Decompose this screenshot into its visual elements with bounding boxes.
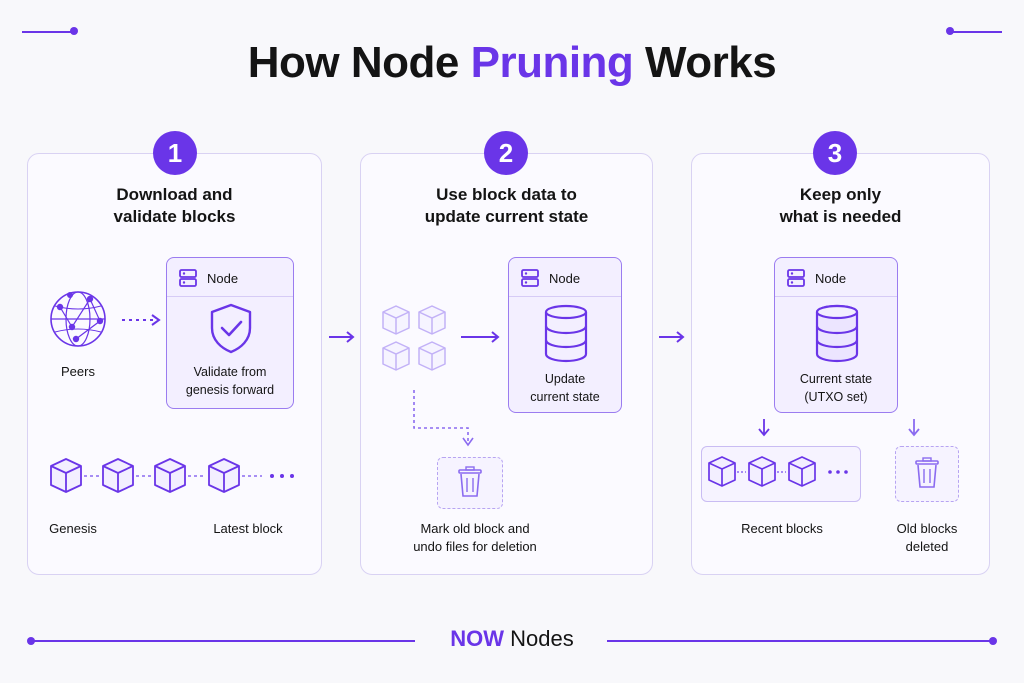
step-1-title: Download and validate blocks — [27, 184, 322, 228]
step-3-badge: 3 — [813, 131, 857, 175]
recent-blocks-chain — [708, 456, 848, 487]
title-highlight: Pruning — [470, 38, 634, 87]
step-3-title-line1: Keep only — [799, 185, 882, 204]
trash-icon — [915, 457, 939, 488]
node-current-state-text: Current state (UTXO set) — [775, 370, 897, 406]
node-divider — [167, 296, 293, 297]
mark-deletion-line2: undo files for deletion — [413, 539, 537, 554]
arrow-down-icon — [908, 419, 920, 437]
shield-check-icon — [210, 303, 252, 354]
arrow-right-icon — [461, 331, 500, 343]
cube-icon — [748, 456, 776, 487]
network-globe-icon — [50, 291, 106, 347]
cube-icon — [418, 341, 446, 371]
arrow-down-icon — [413, 390, 474, 447]
top-right-decor-dot — [946, 27, 954, 35]
arrow-right-icon — [122, 314, 161, 326]
step-1-node-card: Node Validate from genesis forward — [166, 257, 294, 409]
cube-icon — [154, 458, 186, 493]
cube-icon — [788, 456, 816, 487]
title-part1: How Node — [247, 38, 471, 87]
top-left-decor-line — [22, 31, 72, 33]
node-text-line1: Update — [544, 372, 586, 386]
mark-deletion-label: Mark old block and undo files for deleti… — [380, 520, 570, 556]
step-1-title-line2: validate blocks — [113, 207, 236, 226]
cube-icon — [418, 305, 446, 335]
recent-blocks-label: Recent blocks — [741, 521, 823, 536]
node-header: Node — [521, 268, 580, 288]
mark-deletion-line1: Mark old block and — [420, 521, 530, 536]
arrow-down-icon — [758, 419, 770, 437]
cube-icon — [708, 456, 736, 487]
trash-icon — [458, 466, 482, 497]
database-icon — [544, 304, 588, 363]
step-2-title-line1: Use block data to — [436, 185, 577, 204]
node-label: Node — [815, 270, 847, 286]
blockchain-chain — [50, 458, 294, 493]
node-text-line2: genesis forward — [185, 383, 275, 397]
step-3-title: Keep only what is needed — [691, 184, 990, 228]
footer-right-line — [607, 640, 991, 642]
node-label: Node — [207, 270, 239, 286]
server-icon — [787, 269, 805, 287]
step-2-node-card: Node Update current state — [508, 257, 622, 413]
deleted-blocks-box — [895, 446, 959, 502]
latest-block-label: Latest block — [213, 521, 283, 536]
arrow-right-icon — [659, 331, 685, 343]
server-icon — [179, 269, 197, 287]
cube-icon — [382, 341, 410, 371]
cube-icon — [102, 458, 134, 493]
footer-left-line — [33, 640, 415, 642]
cube-icon — [208, 458, 240, 493]
brand-rest: Nodes — [504, 626, 574, 651]
step-3-title-line2: what is needed — [779, 207, 902, 226]
database-icon — [815, 304, 859, 363]
top-right-decor-line — [952, 31, 1002, 33]
node-text-line2: current state — [530, 390, 600, 404]
server-icon — [521, 269, 539, 287]
node-text-line1: Current state — [799, 372, 873, 386]
brand-logo: NOW Nodes — [0, 626, 1024, 652]
step-2-title: Use block data to update current state — [360, 184, 653, 228]
old-blocks-line1: Old blocks — [896, 521, 958, 536]
step-2-title-line2: update current state — [424, 207, 589, 226]
old-blocks-line2: deleted — [905, 539, 949, 554]
cube-icon — [382, 305, 410, 335]
top-left-decor-dot — [70, 27, 78, 35]
footer-right-dot — [989, 637, 997, 645]
page-title: How Node Pruning Works — [0, 38, 1024, 88]
footer-left-dot — [27, 637, 35, 645]
step-3-node-card: Node Current state (UTXO set) — [774, 257, 898, 413]
peers-label: Peers — [61, 364, 95, 379]
cube-icon — [50, 458, 82, 493]
node-text-line1: Validate from — [193, 365, 267, 379]
node-divider — [775, 296, 897, 297]
title-part2: Works — [633, 38, 777, 87]
old-blocks-deleted-label: Old blocks deleted — [882, 520, 972, 556]
node-text-line2: (UTXO set) — [804, 390, 868, 404]
block-cluster — [382, 305, 446, 371]
node-update-text: Update current state — [509, 370, 621, 406]
step-2-badge: 2 — [484, 131, 528, 175]
node-header: Node — [787, 268, 846, 288]
step-1-badge: 1 — [153, 131, 197, 175]
step-1-title-line1: Download and — [116, 185, 233, 204]
deletion-box — [437, 457, 503, 509]
node-label: Node — [549, 270, 581, 286]
node-divider — [509, 296, 621, 297]
arrow-right-icon — [329, 331, 355, 343]
brand-bold: NOW — [450, 626, 505, 651]
genesis-label: Genesis — [49, 521, 97, 536]
node-validate-text: Validate from genesis forward — [167, 363, 293, 399]
node-header: Node — [179, 268, 238, 288]
